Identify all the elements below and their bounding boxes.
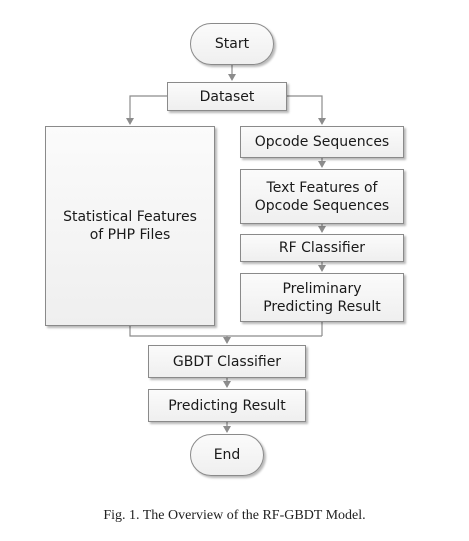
rf-classifier-label: RF Classifier — [278, 240, 366, 256]
opcode-sequences-node: Opcode Sequences — [240, 126, 404, 158]
predicting-result-node: Predicting Result — [148, 389, 306, 422]
gbdt-classifier-label: GBDT Classifier — [172, 353, 282, 370]
end-node: End — [190, 434, 264, 476]
preliminary-result-node: Preliminary Predicting Result — [240, 273, 404, 322]
statistical-features-label: Statistical Features of PHP Files — [63, 209, 197, 243]
end-label: End — [213, 447, 241, 463]
dataset-node: Dataset — [167, 82, 287, 111]
edge-statistical-merge — [129, 326, 322, 337]
statistical-features-node: Statistical Features of PHP Files — [45, 126, 215, 326]
predicting-result-label: Predicting Result — [168, 397, 286, 414]
gbdt-classifier-node: GBDT Classifier — [148, 345, 306, 378]
text-features-label: Text Features of Opcode Sequences — [254, 179, 390, 214]
preliminary-result-label: Preliminary Predicting Result — [263, 280, 381, 315]
text-features-node: Text Features of Opcode Sequences — [240, 169, 404, 224]
opcode-sequences-label: Opcode Sequences — [254, 134, 390, 150]
dataset-label: Dataset — [199, 88, 255, 105]
start-node: Start — [190, 23, 274, 65]
rf-classifier-node: RF Classifier — [240, 234, 404, 262]
edge-dataset-opcode — [287, 95, 326, 125]
edge-dataset-statistical — [126, 95, 167, 125]
figure-caption: Fig. 1. The Overview of the RF-GBDT Mode… — [103, 508, 366, 523]
start-label: Start — [214, 36, 250, 52]
